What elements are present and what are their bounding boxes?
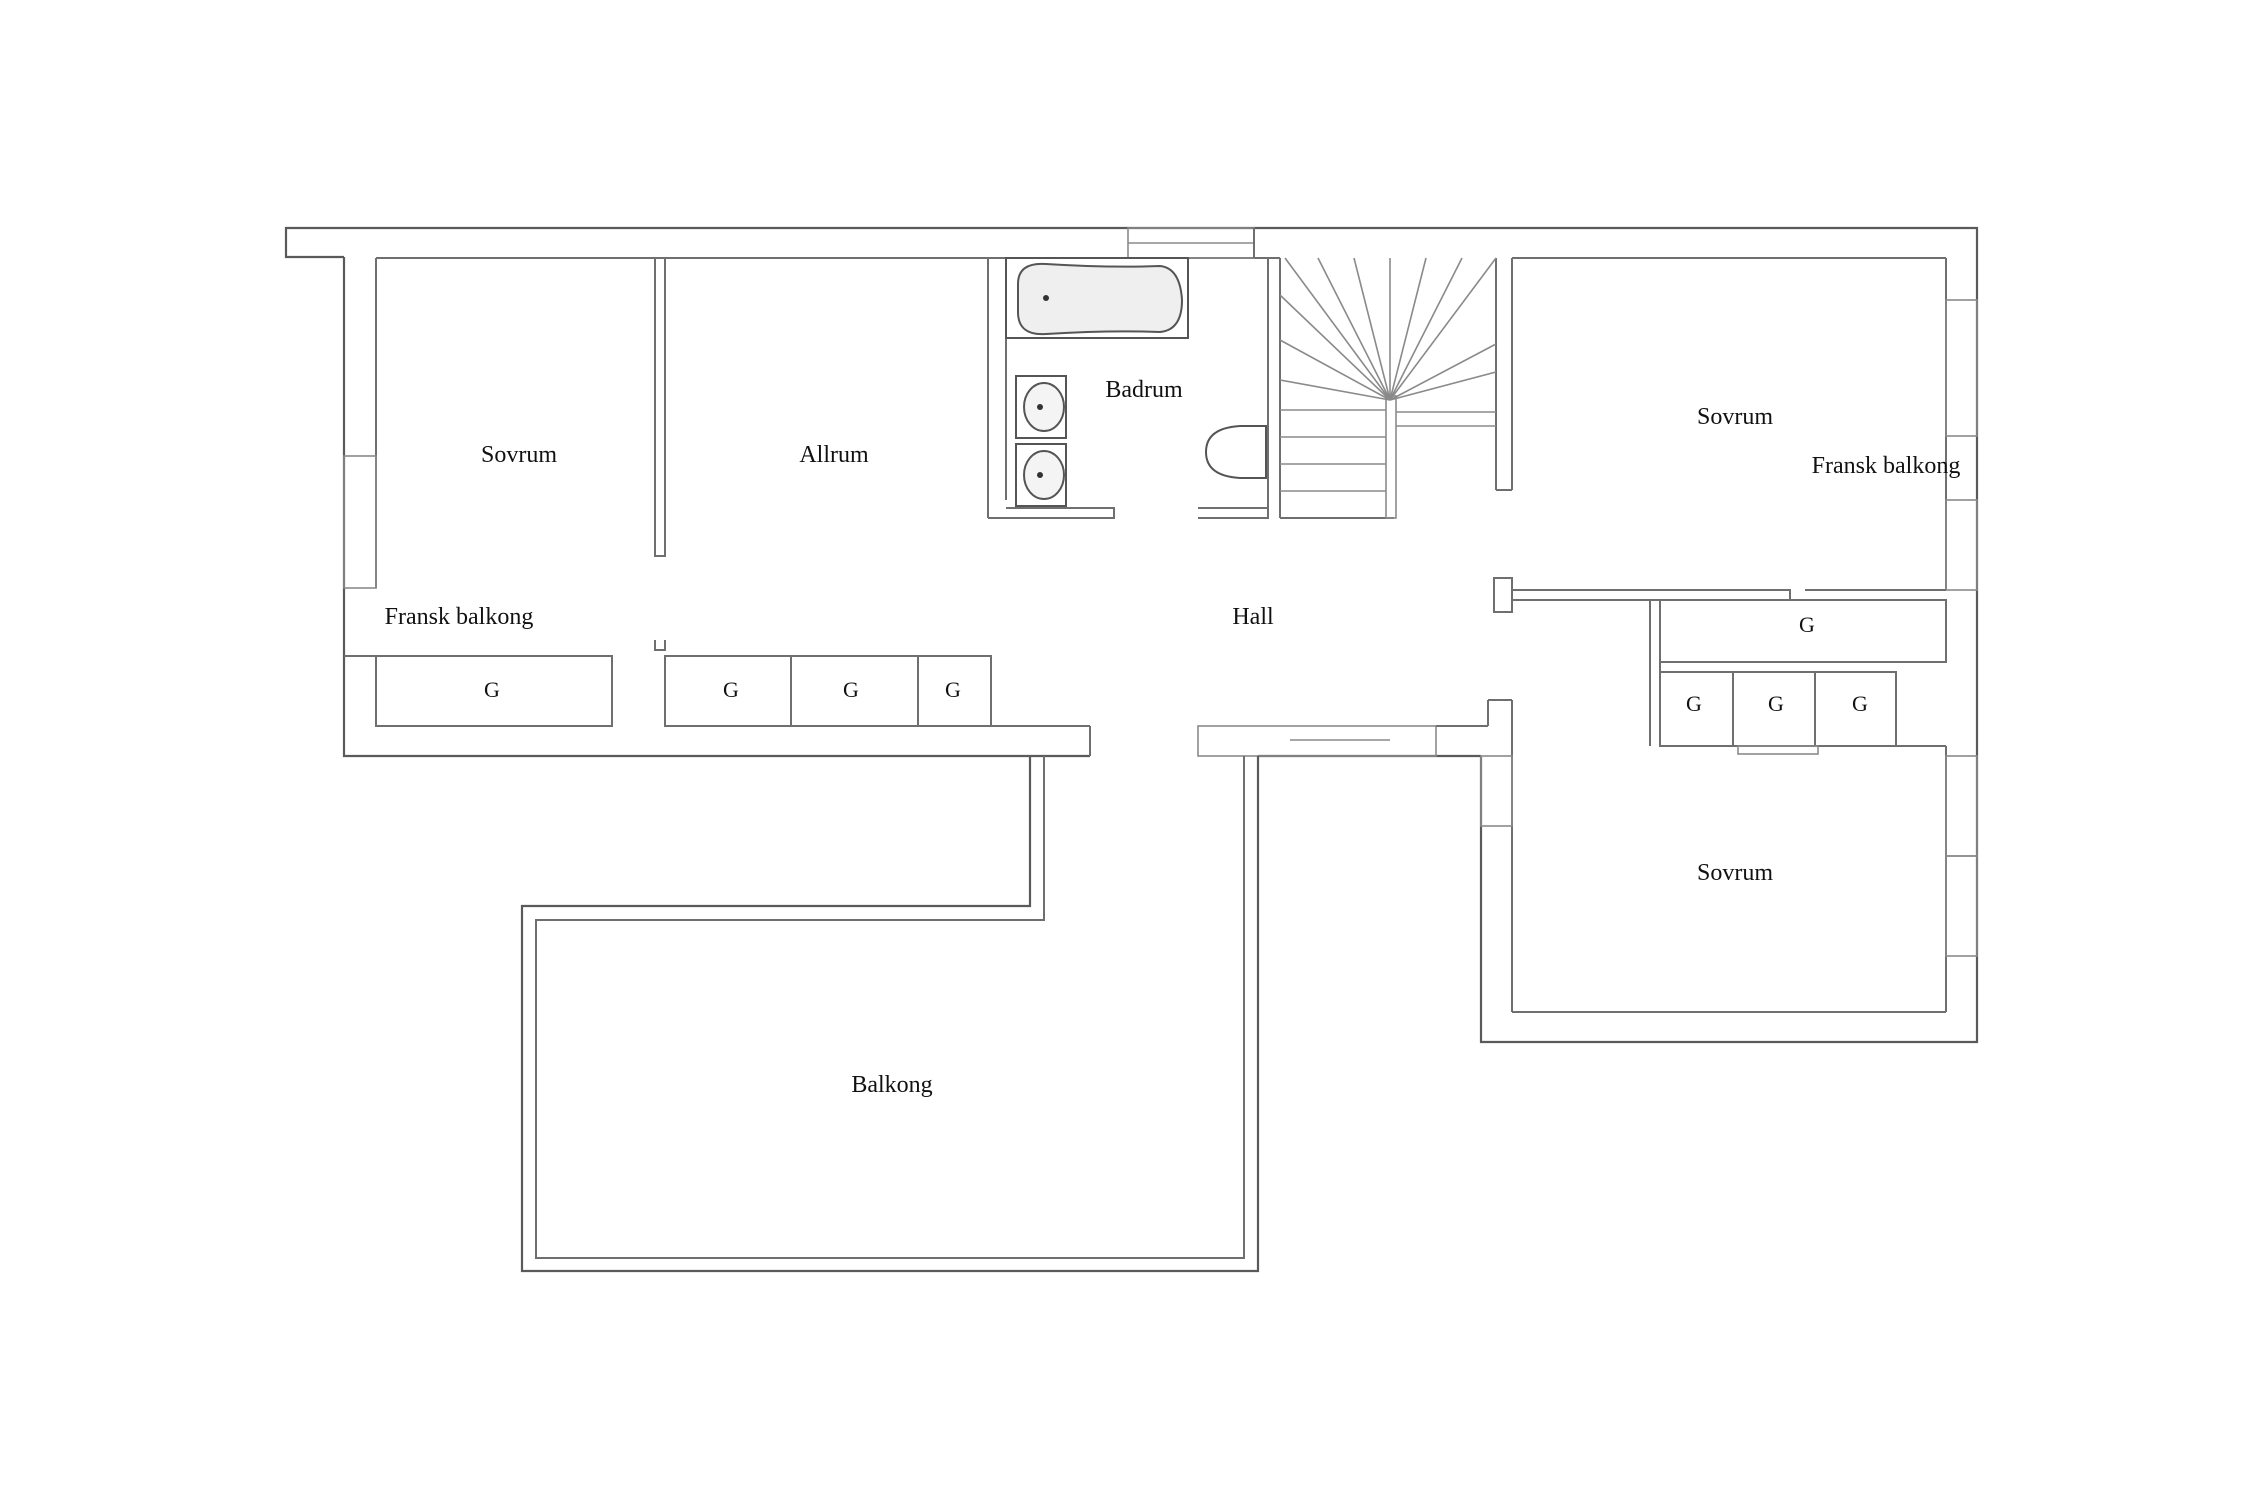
closets xyxy=(375,589,1947,755)
closet-label: G xyxy=(484,677,500,702)
toilet xyxy=(1204,425,1267,479)
closet-label: G xyxy=(1799,612,1815,637)
staircase xyxy=(1279,257,1497,519)
inner-walls xyxy=(343,227,1978,1013)
closet-label: G xyxy=(843,677,859,702)
room-label-badrum: Badrum xyxy=(1105,377,1183,403)
sink-upper xyxy=(1015,375,1067,439)
room-label-sovrum-left: Sovrum xyxy=(481,442,557,468)
room-label-hall: Hall xyxy=(1232,604,1274,630)
bathtub xyxy=(1005,257,1189,339)
room-label-balkong: Balkong xyxy=(851,1072,932,1098)
sink-lower xyxy=(1015,443,1067,507)
room-label-allrum: Allrum xyxy=(799,442,869,468)
closet-label: G xyxy=(945,677,961,702)
room-label-sovrum-top-right: Sovrum xyxy=(1697,404,1773,430)
closet-label: G xyxy=(1768,691,1784,716)
room-label-sovrum-bottom-right: Sovrum xyxy=(1697,860,1773,886)
closet-label: G xyxy=(1852,691,1868,716)
closet-label: G xyxy=(723,677,739,702)
closet-label: G xyxy=(1686,691,1702,716)
balcony-outline xyxy=(520,756,1260,1273)
room-label-fransk-balkong-right: Fransk balkong xyxy=(1812,453,1961,479)
room-label-fransk-balkong-left: Fransk balkong xyxy=(385,604,534,630)
